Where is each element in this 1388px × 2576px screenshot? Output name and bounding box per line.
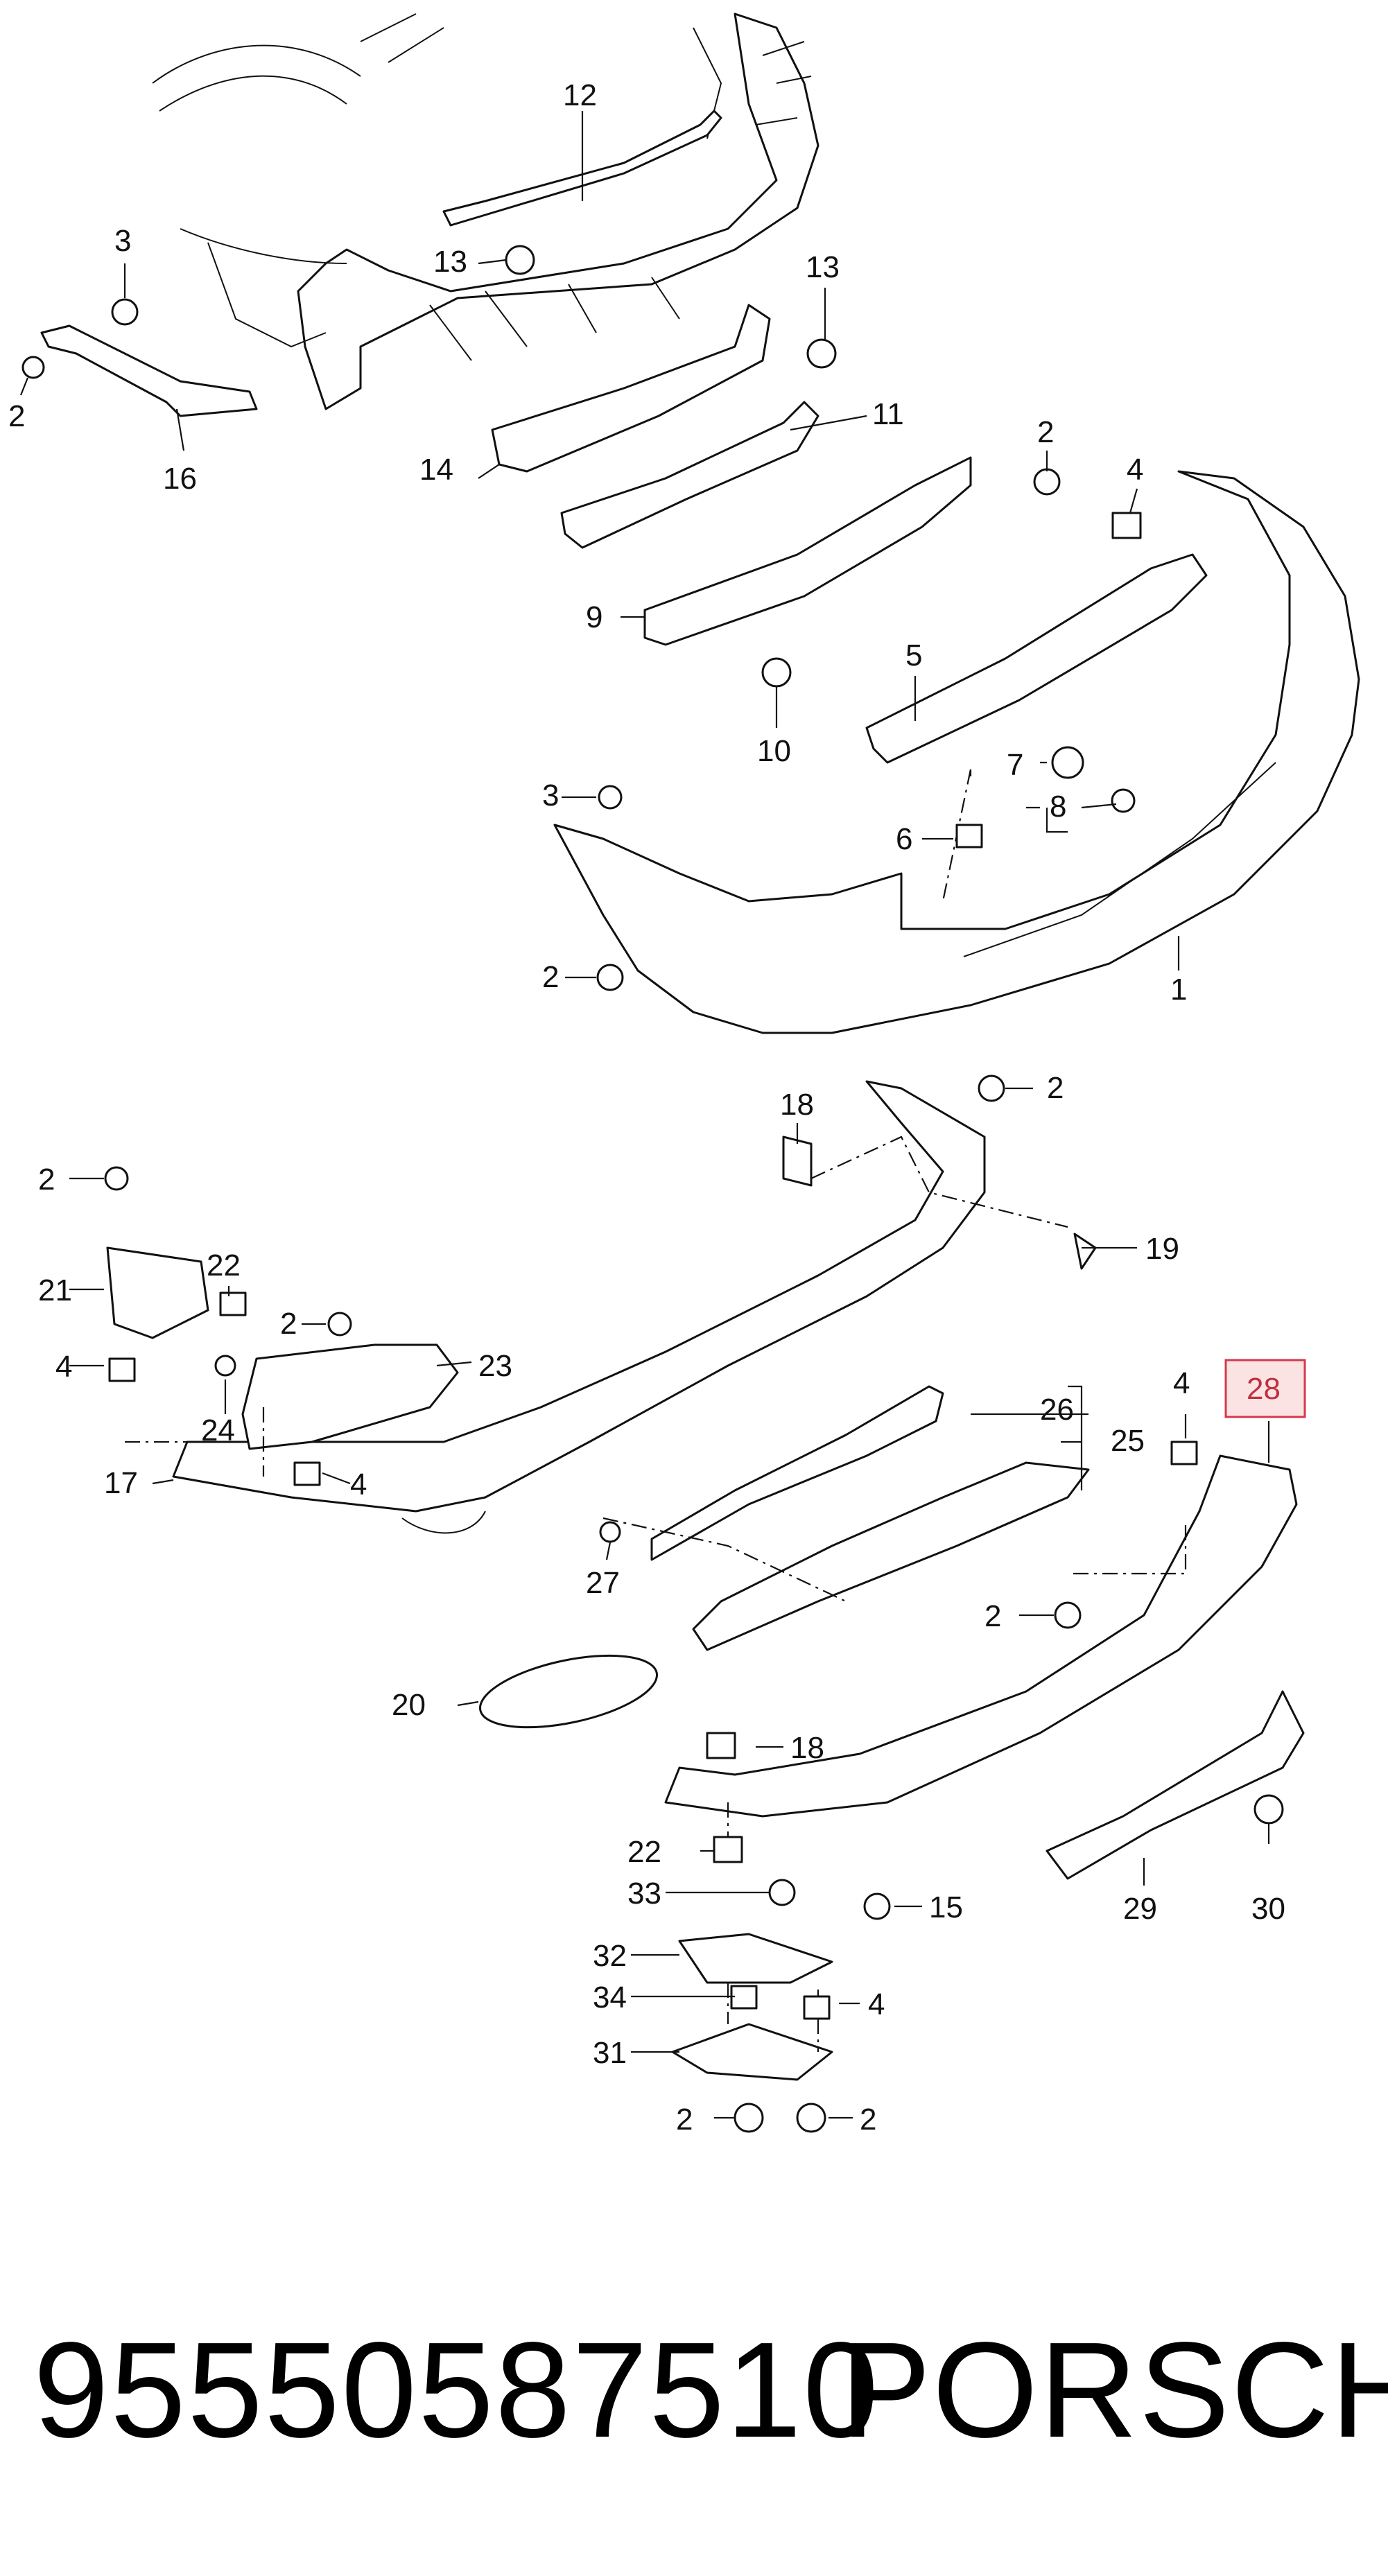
callout-14: 14 [419, 453, 453, 487]
callout-4: 4 [55, 1350, 72, 1384]
callout-26: 26 [1040, 1393, 1074, 1427]
callout-34: 34 [593, 1981, 627, 2014]
callout-17: 17 [104, 1466, 138, 1500]
part-20-trim-ring [478, 1654, 659, 1729]
callout-2: 2 [984, 1599, 1001, 1633]
part-14-energy-absorber [491, 304, 771, 473]
car-body-structure [152, 12, 819, 410]
callout-4: 4 [1173, 1366, 1190, 1400]
callout-18: 18 [780, 1088, 814, 1122]
callout-leader-lines [19, 111, 1270, 2119]
part-25-lower-absorber [692, 1461, 1090, 1651]
part-17-lower-diffuser [172, 1080, 986, 1513]
callout-24: 24 [201, 1413, 235, 1447]
callout-10: 10 [757, 734, 791, 768]
callout-2: 2 [280, 1307, 297, 1341]
callout-3: 3 [114, 224, 131, 258]
callout-2: 2 [1037, 415, 1054, 449]
part-31-plate [671, 2023, 833, 2081]
callout-7: 7 [1007, 748, 1023, 782]
part-29-mount-rail [1046, 1690, 1305, 1880]
callout-18: 18 [790, 1731, 824, 1765]
callout-25: 25 [1111, 1424, 1145, 1458]
callout-15: 15 [929, 1890, 963, 1924]
callout-1: 1 [1170, 973, 1187, 1007]
callout-27: 27 [586, 1566, 620, 1600]
callout-21: 21 [38, 1273, 72, 1307]
callout-28-highlighted: 28 [1247, 1372, 1281, 1406]
callout-12: 12 [563, 78, 597, 112]
part-28-valance [664, 1454, 1298, 1818]
highlight-box-28 [1224, 1359, 1306, 1418]
callout-9: 9 [586, 600, 602, 634]
callout-13: 13 [433, 245, 467, 279]
callout-16: 16 [163, 462, 197, 496]
callout-32: 32 [593, 1939, 627, 1973]
part-21-side-bracket [106, 1246, 209, 1339]
part-9-bumper-beam [643, 456, 972, 646]
callout-labels: 12 3 13 13 2 16 11 14 2 4 9 10 5 7 8 3 6… [8, 78, 1285, 2136]
callout-13: 13 [806, 250, 840, 284]
callout-2: 2 [38, 1163, 55, 1196]
callout-33: 33 [627, 1877, 661, 1911]
callout-2: 2 [860, 2103, 876, 2136]
part-26-spoiler-strip [650, 1385, 944, 1561]
part-12-upper-bracket [442, 110, 722, 227]
callout-30: 30 [1251, 1892, 1285, 1926]
part-16-side-guide [40, 324, 258, 417]
part-5-trim-strip [865, 553, 1208, 764]
part-23-lamp-housing [241, 1343, 459, 1450]
callout-4: 4 [350, 1468, 367, 1502]
brand-name: PORSCHE [840, 2314, 1388, 2466]
part-number: 95550587510 [33, 2314, 880, 2466]
callout-29: 29 [1123, 1892, 1157, 1926]
callout-2: 2 [542, 960, 559, 994]
footer-caption: 95550587510 PORSCHE [0, 2300, 1388, 2480]
callout-31: 31 [593, 2036, 627, 2070]
callout-6: 6 [896, 822, 912, 856]
callout-8: 8 [1050, 790, 1066, 824]
callout-19: 19 [1145, 1232, 1179, 1266]
callout-3: 3 [542, 778, 559, 812]
callout-4: 4 [1127, 453, 1143, 487]
callout-2: 2 [8, 399, 25, 433]
callout-2: 2 [676, 2103, 693, 2136]
part-1-bumper-cover [553, 470, 1360, 1034]
part-32-plate [678, 1933, 833, 1984]
callout-22: 22 [207, 1248, 241, 1282]
part-11-mount-bracket [560, 401, 819, 549]
callout-20: 20 [392, 1688, 426, 1722]
callout-2: 2 [1047, 1071, 1064, 1105]
callout-23: 23 [478, 1349, 512, 1383]
callout-4: 4 [868, 1987, 885, 2021]
callout-22: 22 [627, 1835, 661, 1869]
callout-5: 5 [905, 638, 922, 672]
callout-11: 11 [872, 397, 904, 431]
